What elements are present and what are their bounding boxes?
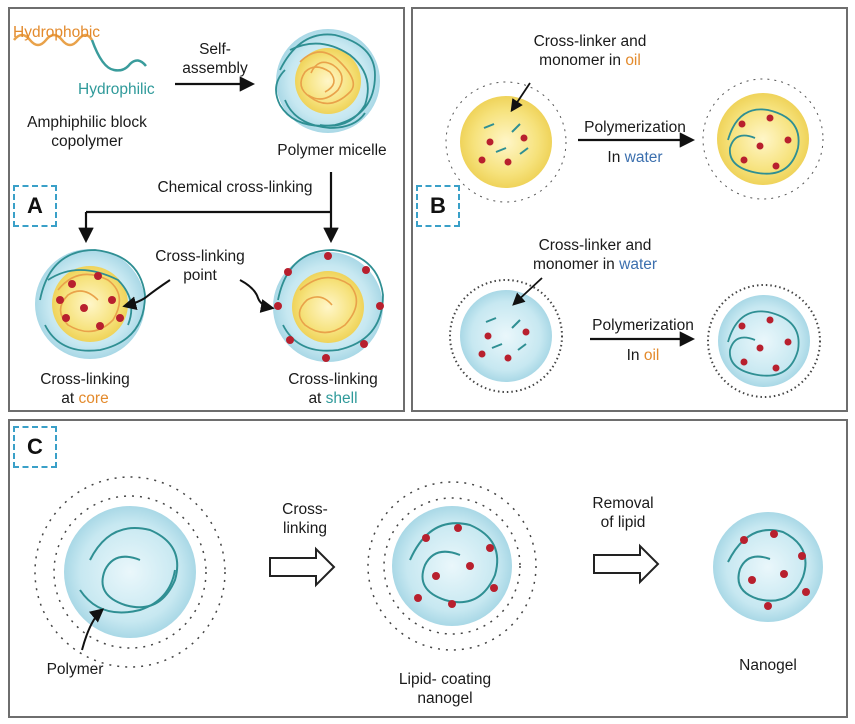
- b-top-oil-word: oil: [625, 52, 641, 69]
- removal-hollow-arrow: [593, 543, 660, 585]
- polymerization-bottom-label: Polymerization: [592, 317, 694, 334]
- pointer-to-polymer: [81, 608, 105, 651]
- self-assembly-label-line1: Self-: [199, 41, 231, 58]
- core-label-prefix: at: [61, 390, 79, 407]
- hydrophobic-label: Hydrophobic: [13, 24, 101, 41]
- shell-label-line2: at shell: [268, 389, 398, 408]
- b-top-label-line2: monomer in oil: [515, 51, 665, 70]
- amphiphilic-label-line2: copolymer: [51, 133, 123, 150]
- in-oil-prefix: In: [626, 347, 644, 364]
- b-bottom-water-word: water: [619, 256, 658, 273]
- lipid-shell-water-droplet: [449, 279, 563, 393]
- chemical-crosslinking-label: Chemical cross-linking: [157, 179, 313, 196]
- core-crosslinked-micelle: [35, 249, 146, 359]
- shell-label-prefix: at: [308, 390, 326, 407]
- pointer-bottom-label: [512, 277, 543, 306]
- hydrophilic-label: Hydrophilic: [78, 81, 155, 98]
- shell-label-line1: Cross-linking: [288, 371, 378, 388]
- panel-c-badge: C: [13, 426, 57, 468]
- crosslinking-point-label-line1: Cross-linking: [155, 248, 245, 265]
- lipid-coating-nanogel: [367, 481, 537, 651]
- lipid-shell-oil-droplet: [445, 81, 567, 203]
- polymerization-top-label: Polymerization: [584, 119, 686, 136]
- panel-a-badge: A: [13, 185, 57, 227]
- removal-label-line1: Removal: [592, 495, 654, 512]
- pointer-to-shell-point: [239, 279, 275, 313]
- pointer-to-core-point: [122, 279, 171, 311]
- amphiphilic-label-line1: Amphiphilic block: [27, 114, 147, 131]
- polymer-micelle-label: Polymer micelle: [277, 142, 387, 159]
- b-bottom-label-line1: Cross-linker and: [538, 237, 652, 254]
- pointer-top-label: [510, 82, 531, 113]
- lipid-shell-water-droplet-polymerized: [707, 284, 821, 398]
- b-top-label-line1: Cross-linker and: [533, 33, 647, 50]
- crosslinking-hollow-arrow: [269, 546, 336, 588]
- polymer-micelle: [275, 29, 380, 133]
- in-oil-label: In oil: [578, 346, 708, 365]
- water-word: water: [624, 149, 663, 166]
- lipid-coating-label-line2: nanogel: [417, 690, 473, 707]
- panel-b-badge: B: [416, 185, 460, 227]
- b-bottom-label-line2: monomer in water: [515, 255, 675, 274]
- crosslinking-point-label-line2: point: [183, 267, 217, 284]
- core-label-line1: Cross-linking: [40, 371, 130, 388]
- self-assembly-label-line2: assembly: [182, 60, 248, 77]
- lipid-coating-label-line1: Lipid- coating: [398, 671, 492, 688]
- crosslinking-label-line2: linking: [283, 520, 327, 537]
- in-water-label: In water: [570, 148, 700, 167]
- polymer-label: Polymer: [46, 661, 104, 678]
- core-word: core: [78, 390, 109, 407]
- lipid-vesicle-with-polymer: [34, 476, 226, 668]
- lipid-shell-oil-droplet-polymerized: [702, 78, 824, 200]
- hydrophobic-chain: [13, 33, 94, 47]
- hydrophilic-chain: [90, 39, 147, 72]
- shell-word: shell: [325, 390, 358, 407]
- nanogel: [713, 512, 823, 622]
- nanogel-label: Nanogel: [739, 657, 797, 674]
- crosslinking-label-line1: Cross-: [282, 501, 328, 518]
- in-water-prefix: In: [607, 149, 625, 166]
- removal-label-line2: of lipid: [600, 514, 646, 531]
- core-label-line2: at core: [20, 389, 150, 408]
- b-top-label-prefix: monomer in: [539, 52, 626, 69]
- oil-word: oil: [643, 347, 660, 364]
- b-bottom-label-prefix: monomer in: [532, 256, 620, 273]
- shell-crosslinked-micelle: [273, 249, 384, 362]
